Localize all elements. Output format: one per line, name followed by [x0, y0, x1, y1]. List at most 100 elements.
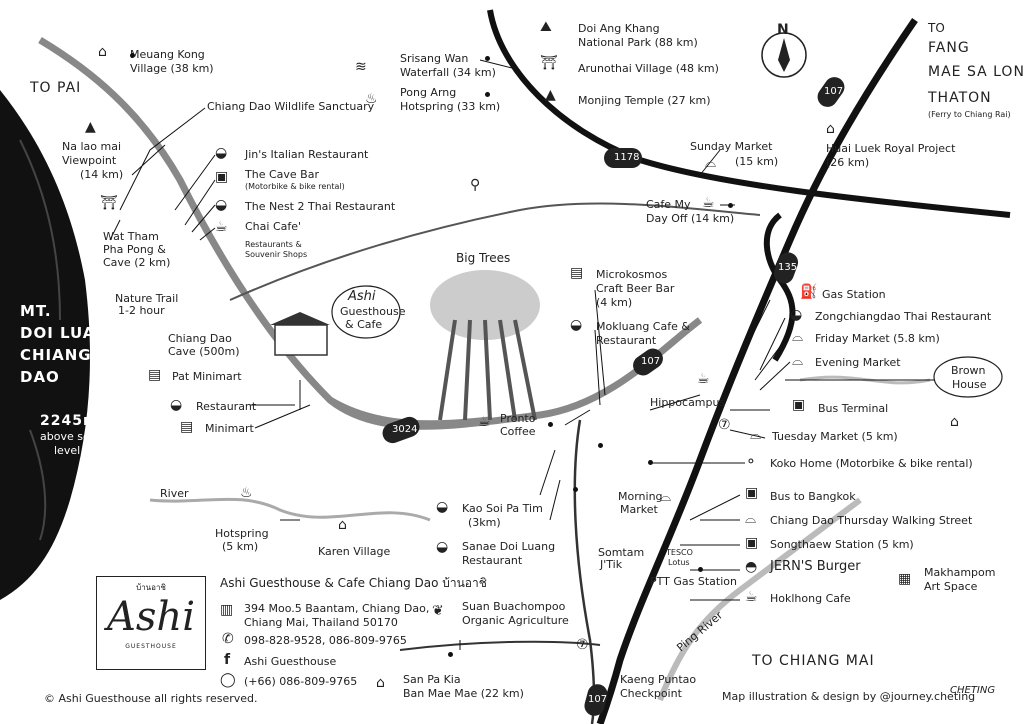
mountain-line3: CHIANG	[20, 346, 92, 364]
trail-label2: 1-2 hour	[118, 304, 165, 317]
big-trees-label: Big Trees	[456, 251, 511, 265]
hotspring-label1: Hotspring	[215, 527, 269, 540]
badge-107-mid	[633, 348, 663, 376]
bicycle-icon: ⚲	[470, 177, 481, 193]
morning-market-label1: Morning	[618, 490, 663, 503]
basket-icon: ⌓	[792, 329, 804, 345]
morning-market-label2: Market	[620, 503, 658, 516]
road-107-mid-label: 107	[641, 356, 661, 367]
arunothai-label: Arunothai Village (48 km)	[578, 62, 719, 75]
location-dot	[485, 92, 490, 97]
somtam-label1: Somtam	[598, 546, 645, 559]
ashi-label3: & Cafe	[345, 318, 383, 331]
temple-icon: ▲	[545, 87, 556, 103]
pronto-label1: Pronto	[500, 412, 536, 425]
sunday-market-label2: (15 km)	[735, 155, 779, 168]
leader-lines	[109, 59, 935, 650]
mountain-line1: MT.	[20, 302, 52, 320]
basket-icon: ⌓	[745, 511, 757, 527]
cave-bar-label: The Cave Bar	[245, 168, 319, 181]
food-bowl-icon: ◒	[215, 145, 228, 161]
doi-ang-khang-label2: National Park (88 km)	[578, 36, 698, 49]
cave-bar-sub: (Motorbike & bike rental)	[245, 182, 345, 191]
friday-market-label: Friday Market (5.8 km)	[815, 332, 940, 345]
nalao-label3: (14 km)	[80, 168, 124, 181]
road-center	[573, 419, 596, 724]
wat-label1: Wat Tham	[103, 230, 159, 243]
art-space-icon: ▦	[898, 571, 912, 587]
waterfall-icon: ≋	[355, 59, 367, 75]
huai-luek-label1: Huai Luek Royal Project	[826, 142, 956, 155]
fang-label: FANG	[928, 40, 970, 56]
microkosmos-label2: Craft Beer Bar	[596, 282, 675, 295]
brown-house-label1: Brown	[951, 364, 986, 377]
tesco-label2: Lotus	[668, 558, 690, 567]
meuang-kong-distance: Village (38 km)	[130, 62, 214, 75]
restaurants-label2: Souvenir Shops	[245, 250, 308, 259]
elevation-note2: level	[54, 444, 81, 457]
badge-1359	[773, 252, 799, 284]
chai-cafe-label: Chai Cafe'	[245, 220, 302, 233]
sanpakia-label2: Ban Mae Mae (22 km)	[403, 687, 524, 700]
hippocampus-label: Hippocampus	[650, 396, 726, 409]
huai-luek-label2: (26 km)	[826, 156, 870, 169]
badge-3024	[382, 416, 420, 444]
suan-label1: Suan Buachompoo	[462, 600, 566, 613]
road-1178	[487, 9, 1011, 218]
ashi-logo: บ้านอาชิ Ashi GUESTHOUSE	[96, 576, 206, 670]
big-trees-illustration	[430, 270, 540, 421]
burger-icon: ◓	[745, 559, 758, 575]
coffee-cup-icon: ☕	[745, 589, 758, 605]
badge-107-bottom	[584, 684, 608, 716]
ashi-label2: Guesthouse	[340, 305, 406, 318]
copyright: © Ashi Guesthouse all rights reserved.	[44, 692, 258, 705]
coffee-cup-icon: ☕	[702, 195, 715, 211]
coffee-cup-icon: ☕	[215, 219, 228, 235]
village-house-icon: ⌂	[338, 517, 347, 533]
tuesday-market-label: Tuesday Market (5 km)	[772, 430, 898, 443]
river-label: River	[160, 487, 189, 500]
tesco-label1: TESCO	[666, 548, 693, 557]
plant-icon: ❦	[432, 603, 444, 619]
makhampom-label1: Makhampom	[924, 566, 996, 579]
coffee-cup-icon: ☕	[697, 371, 710, 387]
brown-house-label2: House	[952, 378, 987, 391]
hotspring-label2: (5 km)	[222, 540, 259, 553]
sanpakia-label1: San Pa Kia	[403, 673, 461, 686]
location-dot	[548, 422, 553, 427]
ferry-label: (Ferry to Chiang Rai)	[928, 110, 1011, 119]
facebook-name: Ashi Guesthouse	[244, 655, 337, 668]
phone-icon: ✆	[222, 631, 234, 647]
north-label: N	[777, 22, 790, 38]
village-house-icon: ⌂	[98, 44, 107, 60]
mountain-silhouette	[0, 90, 90, 600]
beer-icon: ▤	[570, 265, 584, 281]
road-107-top-label: 107	[824, 86, 844, 97]
somtam-label2: J'Tik	[600, 558, 623, 571]
location-dot	[448, 652, 453, 657]
whatsapp-number: (+66) 086-809-9765	[244, 675, 358, 688]
location-dot	[648, 460, 653, 465]
gate-icon: ⛩	[540, 55, 558, 71]
location-dot	[130, 53, 135, 58]
location-dot	[573, 487, 578, 492]
bus-to-bangkok-label: Bus to Bangkok	[770, 490, 856, 503]
to-chiang-mai-label: TO CHIANG MAI	[752, 653, 875, 669]
gas-station-icon: ⛽	[800, 284, 818, 300]
mokluang-label1: Mokluang Cafe &	[596, 320, 690, 333]
address-line1: 394 Moo.5 Baantam, Chiang Dao,	[244, 602, 430, 615]
food-bowl-icon: ◒	[436, 499, 449, 515]
royal-project-icon: ⌂	[826, 121, 835, 137]
food-bowl-icon: ◒	[570, 317, 583, 333]
badge-1178	[604, 148, 642, 168]
zong-label: Zongchiangdao Thai Restaurant	[815, 310, 992, 323]
basket-icon: ⌓	[705, 155, 717, 171]
kaosoi-label1: Kao Soi Pa Tim	[462, 502, 543, 515]
road-1359-label: 1359	[778, 262, 804, 273]
food-bowl-icon: ◒	[436, 539, 449, 555]
karen-village-label: Karen Village	[318, 545, 391, 558]
seven-eleven-icon: ⑦	[576, 637, 589, 653]
mae-sa-long-label: MAE SA LONG	[928, 64, 1024, 80]
house-icon: ⌂	[950, 414, 959, 430]
